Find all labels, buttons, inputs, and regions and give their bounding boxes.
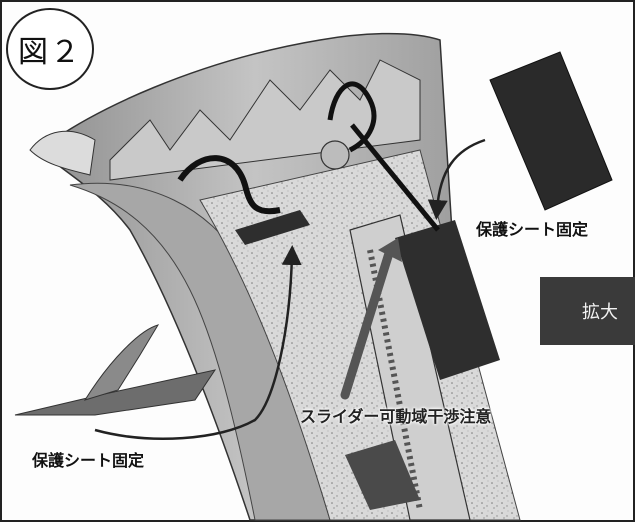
arrow-left-sheet [94, 245, 302, 440]
screw [320, 140, 350, 170]
lower-patch [345, 440, 420, 510]
slider-rod [350, 123, 440, 232]
label-sheet-fixed-left: 保護シート固定 [32, 451, 145, 470]
protective-sheet-right [395, 220, 500, 380]
figure-number: 図２ [18, 35, 82, 70]
zoom-label: 拡大 [582, 302, 618, 323]
protective-sheet-top-right [489, 51, 613, 211]
label-sheet-fixed-right: 保護シート固定 [476, 220, 589, 239]
left-tip [29, 130, 96, 176]
arrow-top-sheet [427, 138, 486, 220]
arrow-slider-head [378, 238, 402, 262]
protective-sheet-left-flap [83, 324, 160, 401]
zoom-button[interactable]: 拡大 [540, 277, 635, 345]
figure-number-badge: 図２ [6, 8, 94, 90]
arrow-slider [340, 245, 395, 400]
label-slider-warning: スライダー可動域干渉注意 [300, 407, 492, 426]
sheet-tab-top [235, 210, 310, 245]
black-cable [177, 155, 281, 215]
